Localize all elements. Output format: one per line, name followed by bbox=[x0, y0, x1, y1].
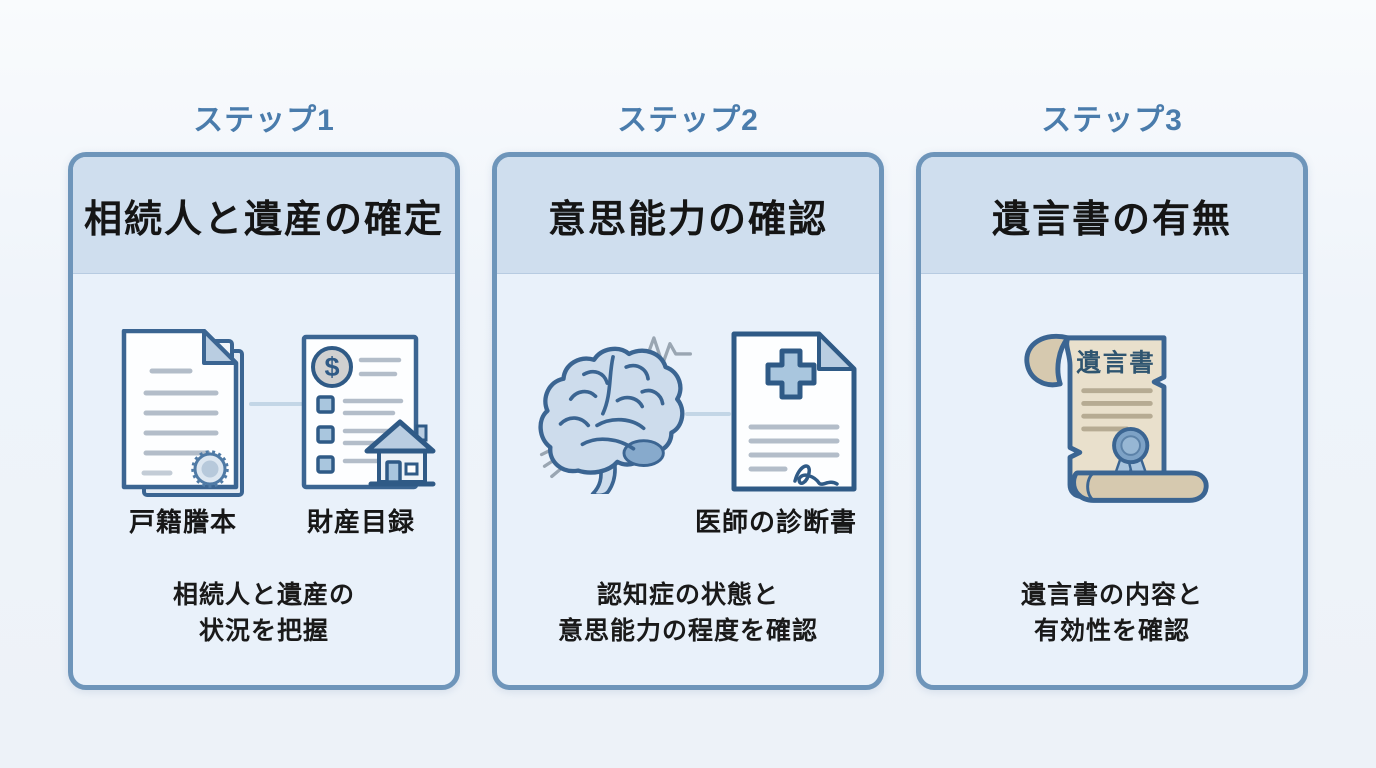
icon-label-koseki: 戸籍謄本 bbox=[128, 507, 237, 537]
step-2-card: 意思能力の確認 bbox=[492, 152, 884, 690]
icon-label-zaisan: 財産目録 bbox=[306, 507, 415, 537]
step-3-card-body: 遺言書 遺言書の内容と 有効性を確認 bbox=[921, 274, 1303, 685]
step-1-description-line1: 相続人と遺産の bbox=[172, 581, 355, 609]
asset-inventory-checklist-icon: $ bbox=[301, 334, 436, 490]
step-1-title: 相続人と遺産の確定 bbox=[83, 198, 444, 241]
step-2-card-body: 医師の診断書 認知症の状態と 意思能力の程度を確認 bbox=[497, 274, 879, 685]
scroll-text-lines bbox=[1081, 388, 1153, 432]
step-3-description-line1: 遺言書の内容と bbox=[1020, 581, 1203, 609]
house-icon bbox=[364, 419, 436, 487]
step-3-description-line2: 有効性を確認 bbox=[1033, 617, 1190, 645]
step-3-label: ステップ3 bbox=[1041, 104, 1183, 137]
certificate-text-lines bbox=[748, 424, 840, 472]
step-2-card-header: 意思能力の確認 bbox=[497, 157, 879, 274]
step-1-card: 相続人と遺産の確定 bbox=[68, 152, 460, 690]
step-3-column: ステップ3 遺言書の有無 遺言書 bbox=[916, 103, 1308, 690]
checkbox-squares bbox=[316, 395, 335, 474]
step-1-card-body: $ bbox=[73, 274, 455, 685]
brain-icon bbox=[538, 336, 692, 494]
step-3-card: 遺言書の有無 遺言書 遺言書の内容 bbox=[916, 152, 1308, 690]
family-register-documents-icon bbox=[121, 329, 244, 497]
connector-line bbox=[685, 412, 731, 416]
scroll-bottom-roll bbox=[1071, 470, 1209, 503]
scroll-roll-curl-line bbox=[1086, 471, 1095, 502]
document-text-lines bbox=[143, 368, 219, 456]
step-1-description: 相続人と遺産の 状況を把握 bbox=[73, 577, 455, 649]
medical-certificate-icon bbox=[731, 331, 857, 492]
will-scroll-icon: 遺言書 bbox=[1024, 334, 1209, 503]
seal-stamp-icon bbox=[191, 450, 229, 488]
dollar-symbol: $ bbox=[324, 352, 339, 382]
icon-label-shindansho: 医師の診断書 bbox=[694, 507, 857, 537]
step-1-description-line2: 状況を把握 bbox=[198, 617, 329, 645]
step-3-title: 遺言書の有無 bbox=[991, 198, 1232, 241]
medical-cross-icon bbox=[765, 348, 817, 400]
step-2-label: ステップ2 bbox=[617, 104, 759, 137]
step-3-description: 遺言書の内容と 有効性を確認 bbox=[921, 577, 1303, 649]
step-1-label: ステップ1 bbox=[193, 104, 335, 137]
dollar-circle-icon: $ bbox=[311, 346, 353, 388]
step-2-title: 意思能力の確認 bbox=[547, 198, 828, 241]
step-3-card-header: 遺言書の有無 bbox=[921, 157, 1303, 274]
step-1-column: ステップ1 相続人と遺産の確定 bbox=[68, 103, 460, 690]
step-2-description-line1: 認知症の状態と bbox=[596, 581, 779, 609]
scroll-top-curl bbox=[1024, 334, 1071, 388]
connector-line bbox=[249, 402, 303, 406]
checklist-text-lines bbox=[342, 357, 404, 464]
signature-icon bbox=[793, 464, 839, 486]
step-2-description: 認知症の状態と 意思能力の程度を確認 bbox=[497, 577, 879, 649]
step-1-card-header: 相続人と遺産の確定 bbox=[73, 157, 455, 274]
step-2-description-line2: 意思能力の程度を確認 bbox=[557, 617, 818, 645]
step-2-column: ステップ2 意思能力の確認 bbox=[492, 103, 884, 690]
brain-folds bbox=[558, 355, 665, 451]
scroll-title-text: 遺言書 bbox=[1076, 348, 1155, 377]
